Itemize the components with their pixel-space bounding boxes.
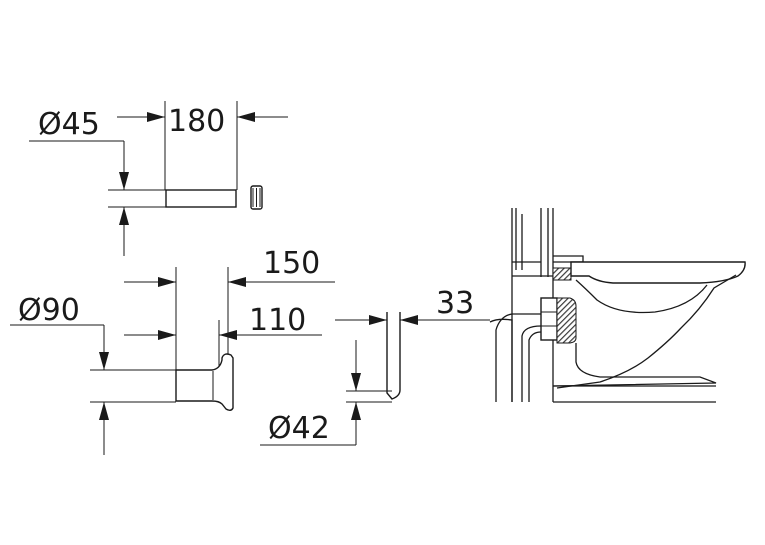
- dim-diameter-90: Ø90: [18, 293, 80, 328]
- flush-pipe: [165, 189, 237, 208]
- arrow-90-bottom: [99, 402, 109, 420]
- toilet-bowl-inner: [575, 279, 708, 314]
- toilet-rim: [570, 261, 746, 284]
- pipe-seal: [250, 185, 263, 210]
- dim-length-110: 110: [249, 303, 306, 338]
- arrow-45-top: [119, 172, 129, 190]
- dim-diameter-42: Ø42: [268, 411, 330, 446]
- arrow-42-bottom: [351, 402, 361, 420]
- toilet-assembly: [489, 208, 746, 403]
- drain-connector: [175, 353, 234, 411]
- arrow-150-left: [158, 277, 176, 287]
- arrow-180-right: [237, 112, 255, 122]
- arrow-45-bottom: [119, 207, 129, 225]
- flush-seal-hatched: [552, 267, 572, 281]
- arrow-180-left: [147, 112, 165, 122]
- dim-length-33: 33: [436, 286, 474, 321]
- dim-length-150: 150: [263, 246, 320, 281]
- drain-coupling: [540, 297, 558, 341]
- toilet-base: [552, 343, 717, 387]
- drain-seal-hatched: [556, 297, 577, 344]
- arrow-150-right: [228, 277, 246, 287]
- arrow-33-left: [369, 315, 387, 325]
- bend-pipe-group: 33 Ø42: [260, 286, 490, 446]
- dim-diameter-45: Ø45: [38, 107, 100, 142]
- arrow-33-right: [400, 315, 418, 325]
- toilet-bowl-outer: [556, 274, 737, 389]
- bend-pipe: [386, 312, 401, 400]
- arrow-90-top: [99, 352, 109, 370]
- seat-hinge: [553, 255, 584, 263]
- arrow-42-top: [351, 373, 361, 391]
- drain-connector-group: 150 110 Ø90: [10, 246, 335, 455]
- arrow-110-right: [219, 330, 237, 340]
- dim-length-180: 180: [168, 104, 225, 139]
- flush-pipe-group: Ø45 180: [29, 101, 288, 256]
- arrow-110-left: [158, 330, 176, 340]
